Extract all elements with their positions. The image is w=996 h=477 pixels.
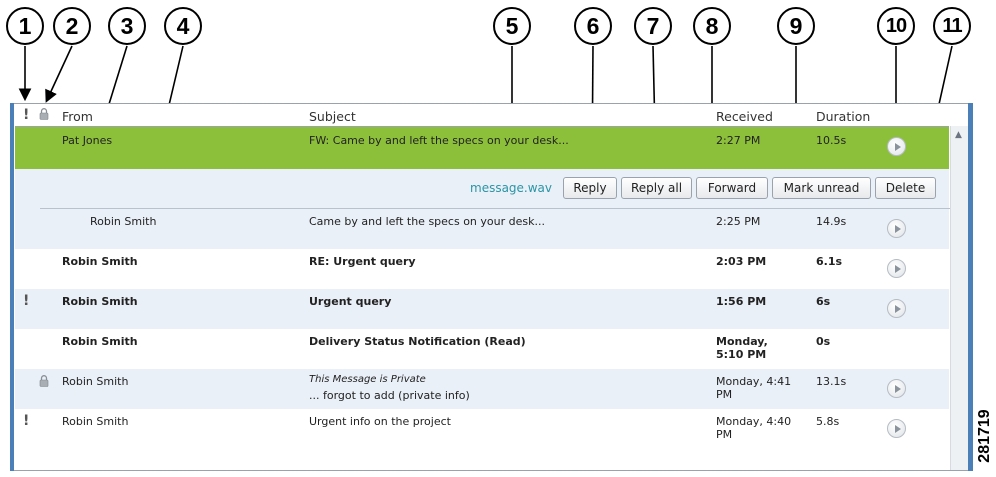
left-frame-bar xyxy=(10,103,14,471)
callout-arrow-2 xyxy=(45,45,73,103)
duration: 14.9s xyxy=(816,215,847,228)
callout-2: 2 xyxy=(53,7,91,45)
sender: Robin Smith xyxy=(62,295,138,308)
received-column-header[interactable]: Received xyxy=(716,109,773,124)
play-icon[interactable] xyxy=(887,379,906,398)
subject: FW: Came by and left the specs on your d… xyxy=(309,134,569,147)
urgent-icon: ! xyxy=(23,413,30,429)
selected-message-row[interactable]: Pat Jones FW: Came by and left the specs… xyxy=(15,127,949,169)
received-date: Monday, 4:41 xyxy=(716,375,792,388)
play-icon[interactable] xyxy=(887,299,906,318)
attachment-link[interactable]: message.wav xyxy=(470,181,553,195)
column-header: ! From Subject Received Duration xyxy=(15,104,949,127)
subject: Urgent info on the project xyxy=(309,415,451,428)
subject: ... forgot to add (private info) xyxy=(309,389,470,402)
delete-button[interactable]: Delete xyxy=(875,177,936,199)
duration: 0s xyxy=(816,335,831,348)
subject: Urgent query xyxy=(309,295,392,308)
play-icon[interactable] xyxy=(887,419,906,438)
message-row[interactable]: ! Robin Smith Urgent info on the project… xyxy=(15,409,949,449)
message-row[interactable]: Robin Smith This Message is Private ... … xyxy=(15,369,949,409)
sender: Robin Smith xyxy=(62,335,138,348)
figure-number: 281719 xyxy=(975,400,995,472)
duration: 13.1s xyxy=(816,375,847,388)
duration: 6s xyxy=(816,295,831,308)
message-row[interactable]: Robin Smith RE: Urgent query 2:03 PM 6.1… xyxy=(15,249,949,289)
mark-unread-button[interactable]: Mark unread xyxy=(772,177,871,199)
reply-button[interactable]: Reply xyxy=(563,177,617,199)
sender: Robin Smith xyxy=(62,255,138,268)
play-icon[interactable] xyxy=(887,219,906,238)
sender: Robin Smith xyxy=(62,415,129,428)
subject: Came by and left the specs on your desk.… xyxy=(309,215,545,228)
sender: Robin Smith xyxy=(90,215,157,228)
callout-10: 10 xyxy=(877,7,915,45)
lock-icon xyxy=(39,375,49,387)
callout-1: 1 xyxy=(6,7,44,45)
from-column-header[interactable]: From xyxy=(62,109,93,124)
lock-header-icon[interactable] xyxy=(39,108,49,120)
received-time: 5:10 PM xyxy=(716,348,767,361)
received-time: 1:56 PM xyxy=(716,295,767,308)
received-time: 2:25 PM xyxy=(716,215,761,228)
received-date: Monday, xyxy=(716,335,768,348)
thread-message-row[interactable]: Robin Smith Came by and left the specs o… xyxy=(15,209,949,249)
received-date: Monday, 4:40 xyxy=(716,415,792,428)
subject-column-header[interactable]: Subject xyxy=(309,109,356,124)
duration-column-header[interactable]: Duration xyxy=(816,109,871,124)
callout-11: 11 xyxy=(933,7,971,45)
callout-6: 6 xyxy=(574,7,612,45)
play-icon[interactable] xyxy=(887,137,906,156)
play-icon[interactable] xyxy=(887,259,906,278)
right-frame-bar xyxy=(968,103,973,471)
thread-separator xyxy=(40,208,950,209)
forward-button[interactable]: Forward xyxy=(696,177,768,199)
duration: 10.5s xyxy=(816,134,847,147)
received-time: PM xyxy=(716,428,733,441)
sender: Pat Jones xyxy=(62,134,113,147)
received-time: 2:03 PM xyxy=(716,255,767,268)
callout-7: 7 xyxy=(634,7,672,45)
vertical-scrollbar[interactable]: ▲ xyxy=(950,126,968,470)
subject: Delivery Status Notification (Read) xyxy=(309,335,526,348)
figure-number-text: 281719 xyxy=(976,409,993,463)
scroll-up-icon[interactable]: ▲ xyxy=(955,130,962,140)
received-time: 2:27 PM xyxy=(716,134,761,147)
callout-4: 4 xyxy=(164,7,202,45)
received-time: PM xyxy=(716,388,733,401)
callout-8: 8 xyxy=(693,7,731,45)
subject: RE: Urgent query xyxy=(309,255,416,268)
urgent-icon: ! xyxy=(23,293,30,309)
callout-5: 5 xyxy=(493,7,531,45)
callout-9: 9 xyxy=(777,7,815,45)
private-label: This Message is Private xyxy=(309,374,426,385)
message-row[interactable]: ! Robin Smith Urgent query 1:56 PM 6s xyxy=(15,289,949,329)
sender: Robin Smith xyxy=(62,375,129,388)
message-row[interactable]: Robin Smith Delivery Status Notification… xyxy=(15,329,949,369)
priority-header-icon[interactable]: ! xyxy=(23,107,30,123)
reply-all-button[interactable]: Reply all xyxy=(621,177,692,199)
duration: 6.1s xyxy=(816,255,843,268)
callout-3: 3 xyxy=(108,7,146,45)
duration: 5.8s xyxy=(816,415,840,428)
